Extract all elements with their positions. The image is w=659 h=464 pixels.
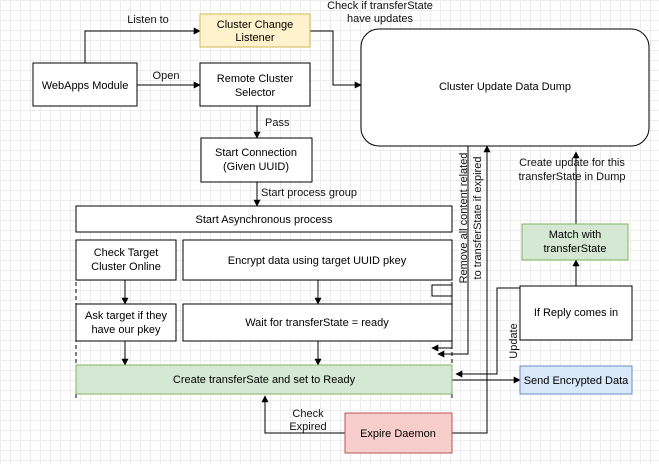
svg-text:Wait for transferState = ready: Wait for transferState = ready: [245, 317, 389, 329]
label-listen-to: Listen to: [127, 14, 169, 26]
svg-text:transferState: transferState: [544, 243, 607, 255]
node-start-connection: Start Connection (Given UUID): [200, 137, 313, 183]
node-cluster-change-listener: Cluster Change Listener: [199, 13, 311, 48]
svg-text:If Reply comes in: If Reply comes in: [534, 307, 618, 319]
node-cluster-update-data-dump: Cluster Update Data Dump: [360, 28, 650, 147]
label-check-expired-line1: Check: [292, 408, 324, 420]
node-remote-cluster-selector: Remote Cluster Selector: [199, 62, 311, 107]
node-match-transferstate: Match with transferState: [521, 223, 629, 261]
node-wait-transferstate: Wait for transferState = ready: [182, 303, 453, 342]
node-expire-daemon: Expire Daemon: [344, 412, 453, 454]
node-encrypt-data: Encrypt data using target UUID pkey: [182, 239, 453, 281]
label-check-updates-line1: Check if transferState: [327, 0, 433, 12]
edge-labels: Listen to Open Pass Start process group …: [127, 0, 625, 433]
label-create-update-line1: Create update for this: [519, 157, 625, 169]
svg-text:Expire Daemon: Expire Daemon: [360, 428, 436, 440]
svg-text:Encrypt data using target UUID: Encrypt data using target UUID pkey: [228, 255, 407, 267]
svg-text:Listener: Listener: [235, 32, 274, 44]
node-webapps-module: WebApps Module: [32, 62, 138, 107]
label-remove-expired-line2: to transferState if expired: [472, 157, 484, 280]
svg-text:have our pkey: have our pkey: [91, 324, 161, 336]
svg-text:Send Encrypted Data: Send Encrypted Data: [524, 375, 629, 387]
svg-text:Remote Cluster: Remote Cluster: [217, 73, 294, 85]
svg-text:Start Asynchronous process: Start Asynchronous process: [196, 214, 333, 226]
svg-text:(Given UUID): (Given UUID): [223, 161, 289, 173]
svg-text:Create transferSate and set to: Create transferSate and set to Ready: [173, 374, 356, 386]
svg-text:Ask target if they: Ask target if they: [85, 310, 167, 322]
node-send-encrypted-data: Send Encrypted Data: [519, 365, 633, 395]
label-check-expired-line2: Expired: [289, 421, 326, 433]
label-update: Update: [508, 323, 520, 358]
arrow-wait-loop: [431, 284, 453, 352]
node-ask-target-pkey: Ask target if they have our pkey: [75, 303, 177, 342]
node-if-reply-comes-in: If Reply comes in: [519, 285, 633, 341]
node-start-async-process: Start Asynchronous process: [75, 205, 453, 233]
svg-text:Match with: Match with: [549, 229, 602, 241]
label-remove-expired-line1: Remove all content related: [458, 153, 470, 284]
arrow-expire-to-dump: [452, 145, 491, 434]
svg-text:Cluster Change: Cluster Change: [217, 19, 293, 31]
arrow-update: [455, 287, 520, 378]
arrow-check-expired: [261, 395, 345, 434]
svg-text:WebApps Module: WebApps Module: [42, 80, 129, 92]
arrow-listen-to: [84, 27, 201, 63]
node-create-transferstate: Create transferSate and set to Ready: [75, 364, 453, 395]
label-create-update-line2: transferState in Dump: [519, 171, 626, 183]
svg-text:Check Target: Check Target: [94, 247, 159, 259]
node-check-target-online: Check Target Cluster Online: [75, 239, 177, 281]
svg-text:Selector: Selector: [235, 87, 276, 99]
svg-text:Cluster Update Data Dump: Cluster Update Data Dump: [439, 81, 571, 93]
arrow-remove-expired: [437, 146, 469, 358]
svg-text:Start Connection: Start Connection: [215, 147, 297, 159]
label-open: Open: [153, 70, 180, 82]
label-check-updates-line2: have updates: [347, 13, 414, 25]
label-pass: Pass: [265, 117, 290, 129]
arrow-check-updates: [310, 30, 362, 89]
svg-text:Cluster Online: Cluster Online: [91, 261, 161, 273]
label-start-process-group: Start process group: [261, 187, 357, 199]
